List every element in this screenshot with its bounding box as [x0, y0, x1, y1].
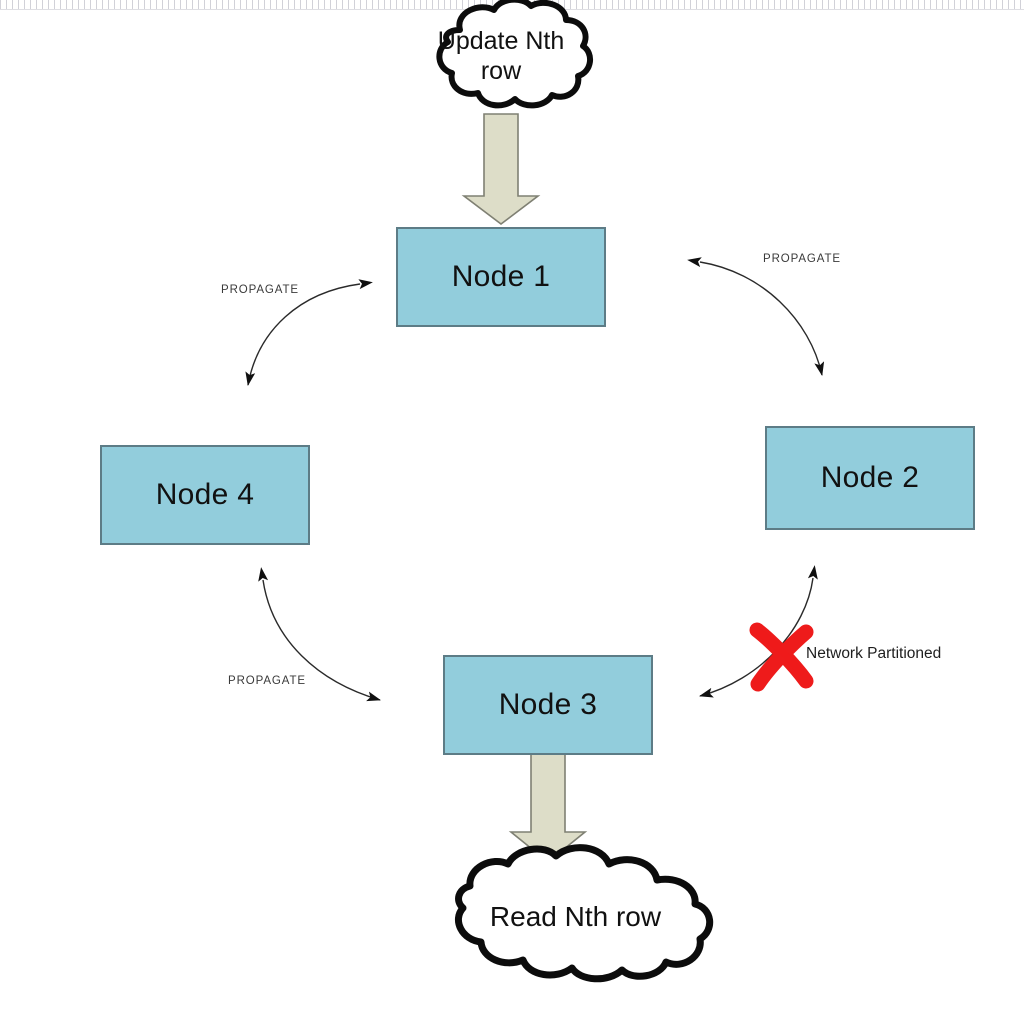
edge-node1-node4 [245, 279, 373, 386]
node-box-node1[interactable]: Node 1 [396, 227, 606, 327]
node1-label: Node 1 [451, 260, 551, 293]
network-partitioned-label: Network Partitioned [806, 645, 942, 662]
edge-label-node1-node4: PROPAGATE [221, 284, 299, 296]
node4-label: Node 4 [155, 478, 255, 511]
node-box-node4[interactable]: Node 4 [100, 445, 310, 545]
node-box-node3[interactable]: Node 3 [443, 655, 653, 755]
read-cloud-shape [455, 844, 713, 983]
node2-label: Node 2 [820, 461, 920, 494]
edge-node4-node3 [258, 567, 381, 702]
edge-label-node4-node3: PROPAGATE [228, 675, 306, 687]
edge-label-node1-node2: PROPAGATE [763, 253, 841, 265]
update-block-arrow [461, 113, 541, 226]
update-cloud-shape [436, 0, 593, 109]
network-partition-x-icon [749, 622, 814, 692]
node-box-node2[interactable]: Node 2 [765, 426, 975, 530]
node3-label: Node 3 [498, 688, 598, 721]
edge-node1-node2 [687, 257, 825, 376]
